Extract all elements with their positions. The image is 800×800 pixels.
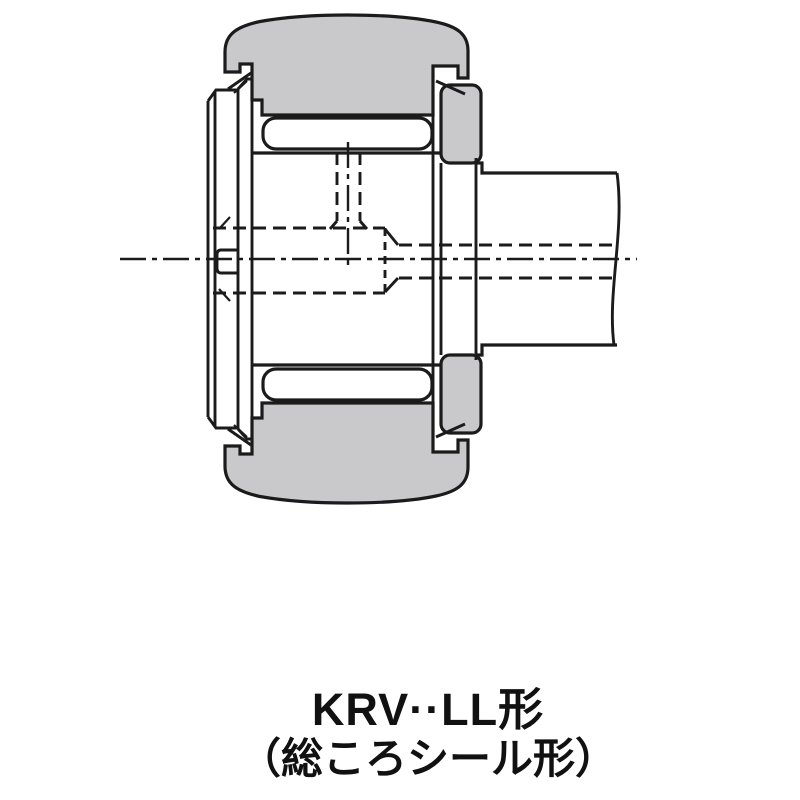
seal-left-bottom [227,424,252,447]
rollers-bottom [261,367,434,402]
outer-ring-bottom [223,401,470,505]
roller-band-bottom [261,367,434,402]
caption-line2: （総ころシール形） [238,735,617,783]
seal-right-top-shape [439,83,483,165]
caption: KRV··LL形 （総ころシール形） [28,686,800,781]
caption-line1: KRV··LL形 [311,684,545,735]
seal-block-right-top [439,83,483,165]
flange-grease-hole [215,248,237,275]
outer-ring-bottom-section [223,401,470,505]
centerlines [120,142,637,268]
stud-body [252,151,441,367]
grease-passage-hidden-lines [213,152,616,295]
seal-lip-right-bottom [435,422,466,439]
seal-block-right-bottom [439,353,483,435]
outer-ring-top [223,13,470,117]
shaft [476,161,621,357]
seal-lip-right-top [435,79,466,96]
outer-ring-top-section [223,13,470,117]
seal-right-bottom-shape [439,353,483,435]
shaft-break-line [610,172,621,346]
seal-left-top [227,71,252,94]
